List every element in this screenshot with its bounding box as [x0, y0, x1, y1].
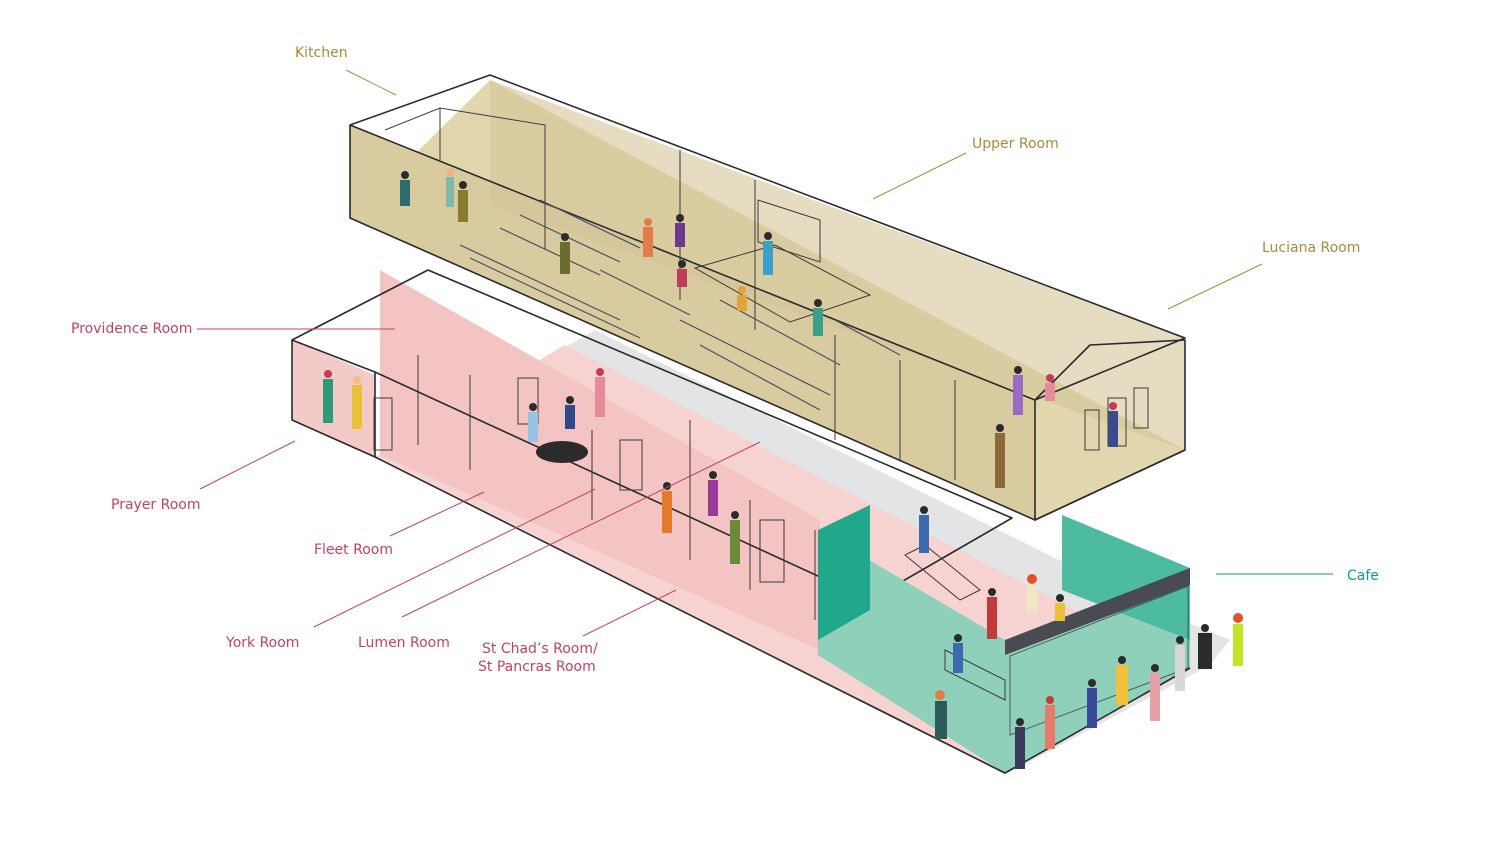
- upper-top-outline: [349, 74, 1186, 401]
- person: [1233, 613, 1243, 666]
- upper-back-wall-top: [490, 80, 1185, 450]
- person: [1027, 574, 1037, 613]
- person: [935, 690, 947, 739]
- person: [987, 588, 997, 639]
- lower-wall-run: [291, 340, 376, 458]
- luciana-window-3: [1133, 387, 1149, 429]
- door-york: [619, 439, 643, 491]
- person: [953, 634, 963, 673]
- leader-fleet-room: [389, 491, 485, 537]
- lower-front-edge: [374, 456, 1191, 774]
- person: [446, 168, 454, 207]
- room-labels: Kitchen Upper Room Luciana Room Providen…: [71, 45, 1379, 675]
- upper-room-seating: [459, 199, 901, 411]
- leader-lines: [197, 69, 1333, 637]
- chair-row: [519, 214, 621, 263]
- upper-back-wall: [350, 125, 1035, 520]
- chair-row: [499, 227, 601, 276]
- door-stchads: [759, 519, 785, 583]
- person: [1150, 664, 1160, 721]
- person: [352, 376, 362, 429]
- label-stchads-line2: St Pancras Room: [478, 659, 596, 675]
- leader-lumen-room: [401, 441, 761, 618]
- upper-front-edge: [349, 125, 1186, 521]
- person: [763, 232, 773, 275]
- people: [323, 168, 1243, 769]
- lower-floor: [291, 269, 1191, 774]
- label-stchads-line1: St Chad’s Room/: [482, 641, 598, 657]
- chair-row: [539, 199, 641, 249]
- label-prayer-room: Prayer Room: [111, 497, 201, 513]
- person: [675, 214, 685, 247]
- cafe-glass: [1009, 585, 1189, 736]
- label-providence-room: Providence Room: [71, 321, 192, 337]
- chair-row: [599, 269, 691, 316]
- person: [565, 396, 575, 429]
- person: [1116, 656, 1128, 705]
- stage-platform: [693, 244, 872, 323]
- label-upper-room: Upper Room: [972, 136, 1059, 152]
- label-cafe: Cafe: [1347, 568, 1379, 584]
- luciana-facade: [1034, 339, 1186, 521]
- leader-york-room: [313, 488, 596, 628]
- chair-row: [469, 257, 641, 339]
- cafe-stairs: [904, 544, 981, 601]
- person: [595, 368, 605, 417]
- person: [1108, 402, 1118, 447]
- person: [1045, 696, 1055, 749]
- leader-luciana-room: [1167, 263, 1263, 310]
- person: [400, 171, 410, 206]
- door-prayer: [373, 397, 393, 451]
- person: [323, 370, 333, 423]
- person: [1045, 374, 1055, 401]
- person: [813, 299, 823, 336]
- person: [1198, 624, 1212, 669]
- person: [677, 260, 687, 287]
- projection-screen: [757, 199, 821, 263]
- person: [1013, 366, 1023, 415]
- person: [730, 511, 740, 564]
- label-kitchen: Kitchen: [295, 45, 348, 61]
- lower-back-wall: [380, 270, 820, 650]
- cafe-back-wall: [818, 505, 870, 640]
- chair-row: [834, 319, 901, 356]
- luciana-window-1: [1084, 409, 1100, 451]
- person: [1015, 718, 1025, 769]
- leader-stchads-room: [582, 589, 677, 637]
- person: [1055, 594, 1065, 621]
- upper-floor: [349, 74, 1186, 521]
- label-york-room: York Room: [225, 635, 299, 651]
- chair-row: [459, 244, 621, 321]
- cafe-slab: [1005, 568, 1190, 655]
- trampoline: [536, 441, 588, 463]
- leader-prayer-room: [199, 440, 296, 490]
- cafe-side-wall: [1062, 515, 1190, 640]
- person: [643, 218, 653, 257]
- person: [919, 506, 929, 553]
- label-fleet-room: Fleet Room: [314, 542, 393, 558]
- person: [737, 286, 747, 311]
- person: [995, 424, 1005, 488]
- person: [528, 403, 538, 442]
- person: [1175, 636, 1185, 691]
- person: [458, 181, 468, 222]
- person: [708, 471, 718, 516]
- chair-row: [699, 344, 821, 411]
- lower-top-outline: [291, 269, 1013, 601]
- label-lumen-room: Lumen Room: [358, 635, 450, 651]
- leader-kitchen: [345, 69, 397, 96]
- person: [560, 233, 570, 274]
- person: [1087, 679, 1097, 728]
- chair-row: [679, 319, 831, 396]
- cafe-counter: [944, 649, 1006, 701]
- label-luciana-room: Luciana Room: [1262, 240, 1360, 256]
- leader-upper-room: [872, 152, 967, 200]
- lower-end-wall: [292, 340, 375, 457]
